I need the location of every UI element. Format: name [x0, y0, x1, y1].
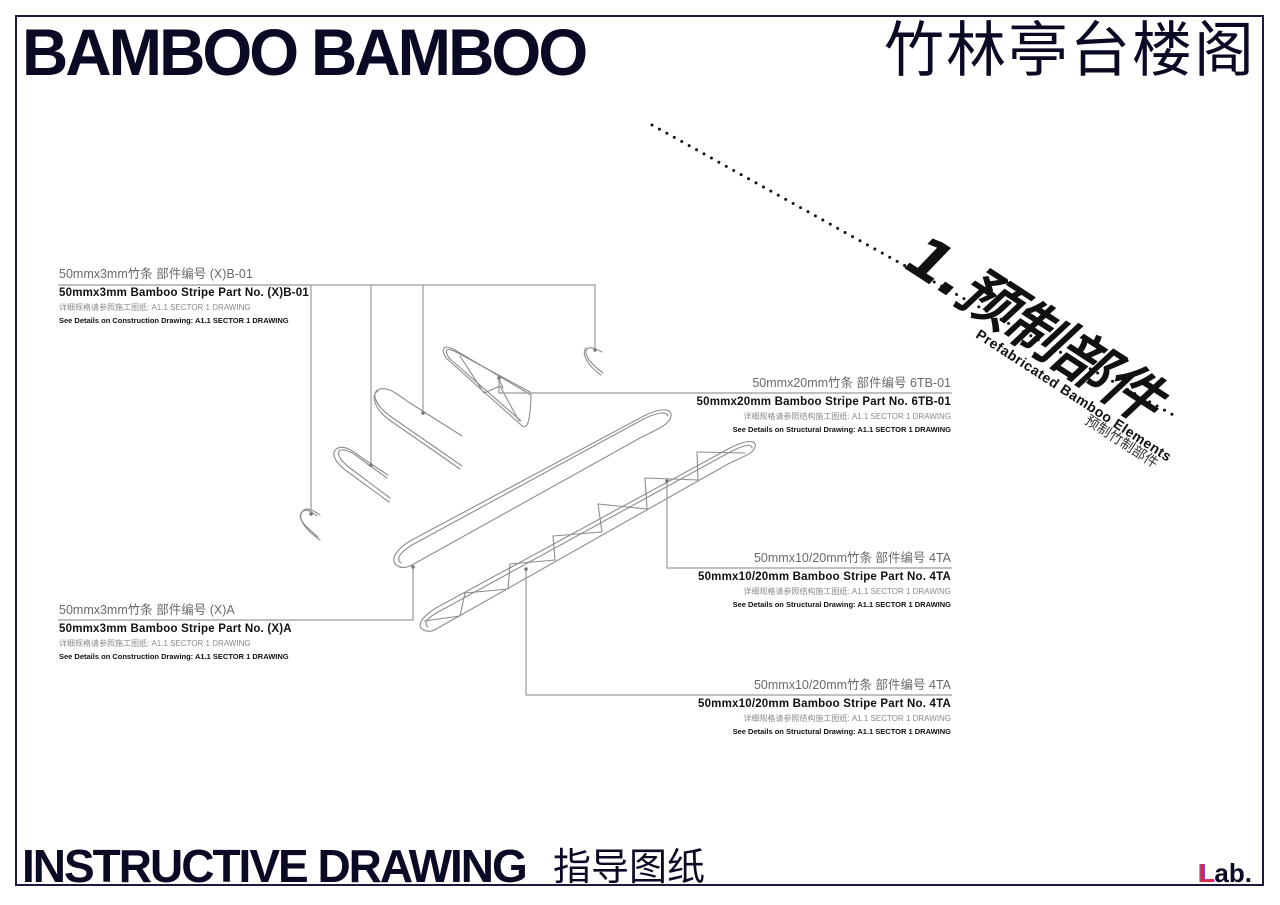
- leader-lines: [58, 284, 952, 696]
- callout-en-title: 50mmx3mm Bamboo Stripe Part No. (X)B-01: [59, 287, 310, 299]
- leader-dots: [309, 348, 669, 571]
- footer-title-chinese: 指导图纸: [553, 845, 706, 889]
- u-stripe-2: [333, 446, 391, 503]
- callout-cn-title: 50mmx3mm竹条 部件编号 (X)A: [59, 603, 235, 617]
- callout-cn-title: 50mmx10/20mm竹条 部件编号 4TA: [753, 678, 951, 692]
- callout-part-xb-01: 50mmx3mm竹条 部件编号 (X)B-01 50mmx3mm Bamboo …: [59, 266, 309, 327]
- callout-note: 详细规格请参照施工图纸: A1.1 SECTOR 1 DRAWING: [59, 639, 251, 648]
- footer-title-english: INSTRUCTIVE DRAWING: [22, 840, 528, 892]
- callout-en-title: 50mmx10/20mm Bamboo Stripe Part No. 4TA: [697, 571, 951, 583]
- callout-see-details: See Details on Construction Drawing: A1.…: [59, 652, 289, 661]
- drawing-frame: [15, 15, 1264, 886]
- callout-see-details: See Details on Structural Drawing: A1.1 …: [732, 600, 951, 609]
- callout-cn-title: 50mmx20mm竹条 部件编号 6TB-01: [752, 376, 951, 390]
- callout-see-details: See Details on Structural Drawing: A1.1 …: [732, 727, 951, 736]
- callout-cn-title: 50mmx3mm竹条 部件编号 (X)B-01: [59, 267, 253, 281]
- u-stripe-3: [373, 388, 463, 470]
- lab-logo-text: ab.: [1214, 858, 1252, 888]
- callout-note: 详细规格请参照施工图纸: A1.1 SECTOR 1 DRAWING: [59, 303, 251, 312]
- callout-part-6tb-01: 50mmx20mm竹条 部件编号 6TB-01 50mmx20mm Bamboo…: [697, 375, 952, 436]
- truss-6tb-01: [442, 346, 532, 428]
- callout-part-xa: 50mmx3mm竹条 部件编号 (X)A 50mmx3mm Bamboo Str…: [59, 602, 292, 663]
- callout-note: 详细规格请参照结构施工图纸: A1.1 SECTOR 1 DRAWING: [743, 714, 951, 723]
- title-chinese: 竹林亭台楼阁: [884, 16, 1256, 86]
- callout-part-4ta-upper: 50mmx10/20mm竹条 部件编号 4TA 50mmx10/20mm Bam…: [698, 550, 951, 611]
- callout-see-details: See Details on Structural Drawing: A1.1 …: [732, 425, 951, 434]
- long-oval-stripe-xa: [393, 409, 672, 568]
- callout-en-title: 50mmx10/20mm Bamboo Stripe Part No. 4TA: [697, 698, 951, 710]
- callout-note: 详细规格请参照结构施工图纸: A1.1 SECTOR 1 DRAWING: [743, 587, 951, 596]
- callout-see-details: See Details on Construction Drawing: A1.…: [59, 316, 289, 325]
- hook-piece-2: [583, 347, 604, 376]
- title-english: BAMBOO BAMBOO: [22, 15, 588, 89]
- long-truss-4ta: [419, 440, 756, 632]
- callout-cn-title: 50mmx10/20mm竹条 部件编号 4TA: [753, 551, 951, 565]
- callout-en-title: 50mmx20mm Bamboo Stripe Part No. 6TB-01: [696, 396, 951, 408]
- lab-logo: Lab.: [1199, 858, 1252, 888]
- callout-part-4ta-lower: 50mmx10/20mm竹条 部件编号 4TA 50mmx10/20mm Bam…: [698, 677, 951, 738]
- hook-piece-1: [299, 508, 321, 541]
- callout-en-title: 50mmx3mm Bamboo Stripe Part No. (X)A: [59, 623, 292, 635]
- callout-note: 详细规格请参照结构施工图纸: A1.1 SECTOR 1 DRAWING: [743, 412, 951, 421]
- lab-logo-initial: L: [1198, 858, 1215, 888]
